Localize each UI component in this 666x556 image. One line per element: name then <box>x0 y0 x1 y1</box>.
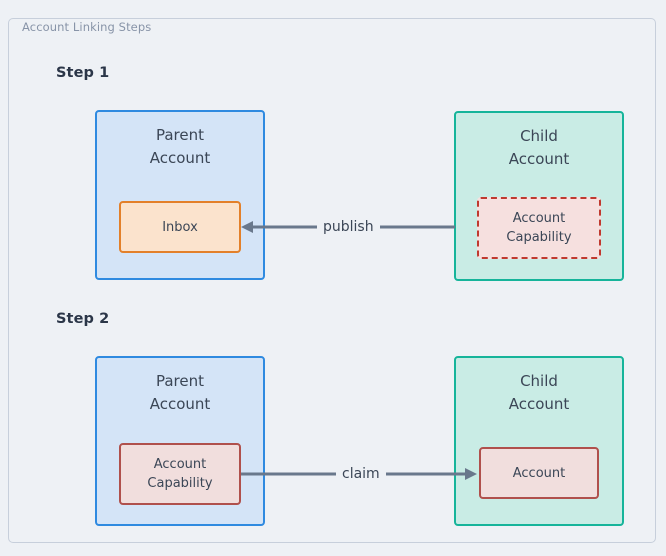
diagram-caption: Account Linking Steps <box>19 20 155 34</box>
diagram-frame: Account Linking Steps Step 1 Parent Acco… <box>8 18 656 543</box>
step-2-parent-account-title: Parent Account <box>149 372 211 413</box>
step-1-connector-label: publish <box>317 219 380 235</box>
step-1-parent-account-title: Parent Account <box>149 126 211 167</box>
step-2-heading: Step 2 <box>56 311 110 327</box>
step-1-child-account-title: Child Account <box>508 127 570 168</box>
step-1-inbox-box: Inbox <box>119 201 241 253</box>
step-2-claim-connector: claim <box>241 459 479 489</box>
step-1-account-capability-box: Account Capability <box>477 197 601 259</box>
step-2-connector-label: claim <box>336 466 386 482</box>
step-1-publish-connector: publish <box>239 212 455 242</box>
step-2-account-box: Account <box>479 447 599 499</box>
step-2-account-capability-box: Account Capability <box>119 443 241 505</box>
step-2-child-account-title: Child Account <box>508 372 570 413</box>
step-2-child-account-box: Child Account <box>454 356 624 526</box>
step-1-heading: Step 1 <box>56 65 110 81</box>
step-1-parent-account-box: Parent Account <box>95 110 265 280</box>
